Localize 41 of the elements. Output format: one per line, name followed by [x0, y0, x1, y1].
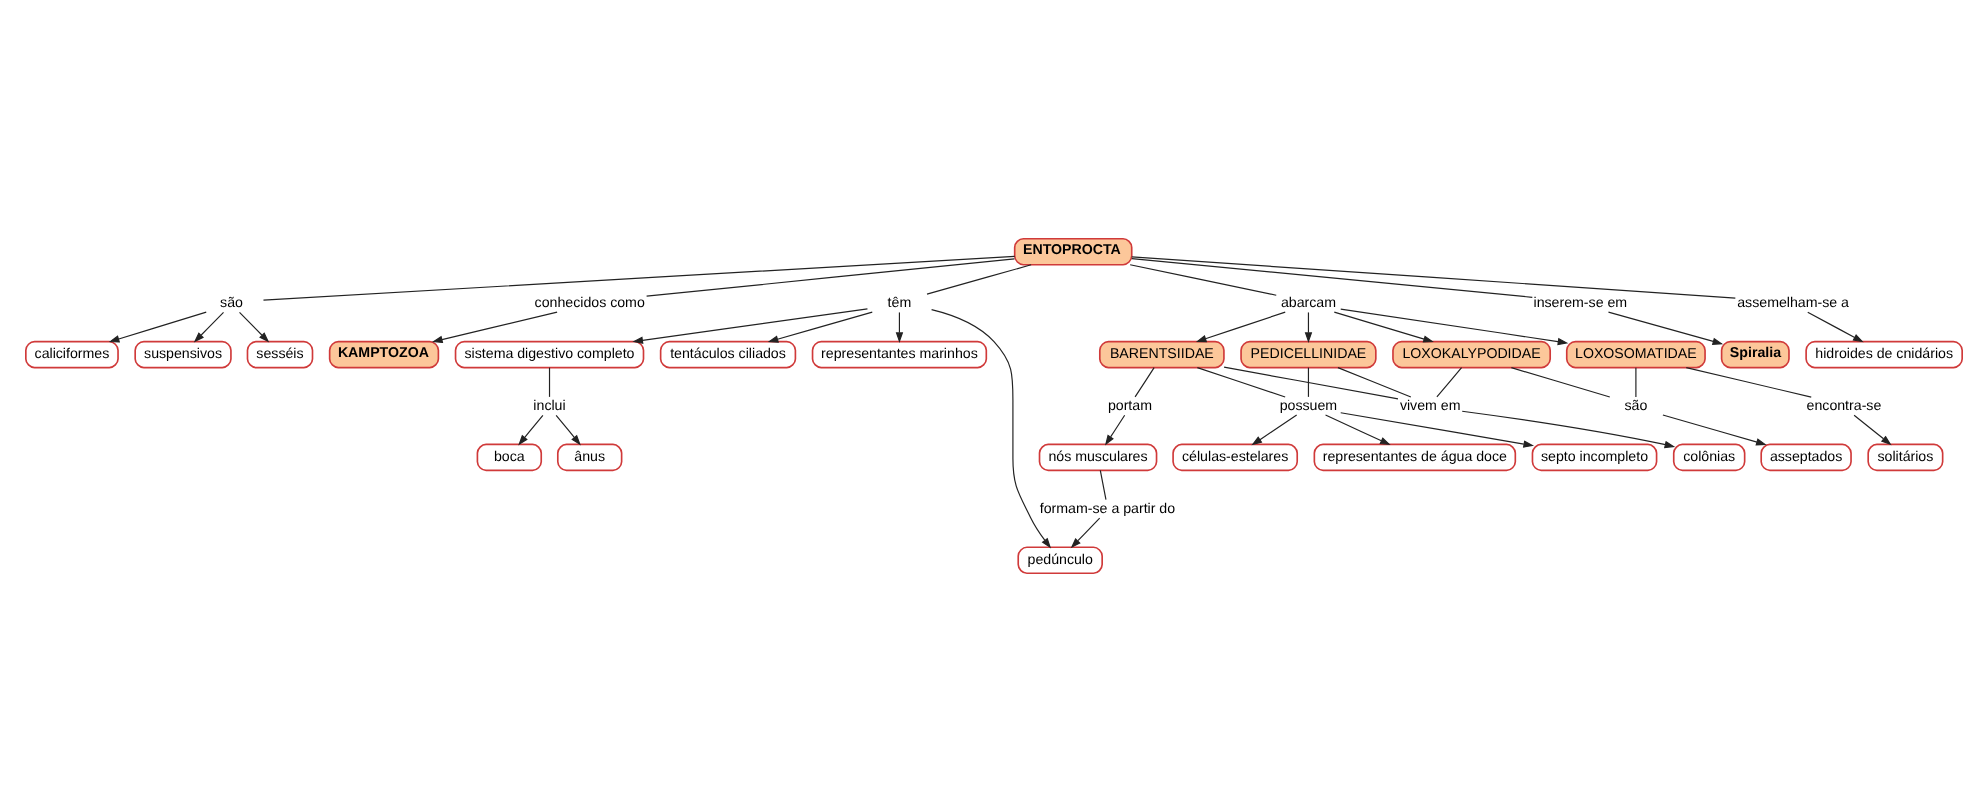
- arrow: [931, 308, 1052, 549]
- arrow: [632, 308, 869, 344]
- connector: [1099, 469, 1107, 501]
- connector: [1223, 366, 1399, 400]
- arrow: [1807, 311, 1864, 343]
- connector: [262, 255, 1016, 301]
- arrow: [1195, 311, 1286, 343]
- arrow: [1340, 308, 1569, 346]
- connector: [1131, 258, 1533, 298]
- connector: [1337, 367, 1412, 398]
- connector: [1685, 367, 1812, 398]
- arrow: [1607, 311, 1724, 345]
- arrow: [518, 414, 544, 446]
- connector: [1436, 367, 1463, 398]
- connector: [1131, 256, 1736, 299]
- arrow: [1853, 414, 1892, 446]
- connector: [1129, 264, 1277, 296]
- connector: [926, 264, 1032, 295]
- connector: [1307, 367, 1310, 398]
- arrow: [238, 311, 270, 343]
- arrow: [193, 311, 225, 343]
- arrow: [1461, 410, 1676, 449]
- arrow: [1662, 414, 1767, 446]
- connector: [1510, 367, 1611, 398]
- arrow: [555, 414, 581, 446]
- arrow: [1324, 414, 1391, 446]
- arrow: [1251, 414, 1298, 446]
- arrow: [1333, 311, 1434, 343]
- arrow: [432, 311, 558, 344]
- connector: [1134, 367, 1155, 398]
- connector: [646, 258, 1015, 297]
- connector: [548, 367, 551, 398]
- connector: [1196, 367, 1286, 398]
- arrow: [1070, 517, 1101, 549]
- arrow: [767, 311, 873, 343]
- arrow: [1104, 414, 1126, 446]
- arrow: [1304, 311, 1313, 343]
- arrow: [1340, 412, 1535, 448]
- arrow: [895, 311, 904, 343]
- arrow: [108, 311, 207, 343]
- connector: [1635, 367, 1637, 398]
